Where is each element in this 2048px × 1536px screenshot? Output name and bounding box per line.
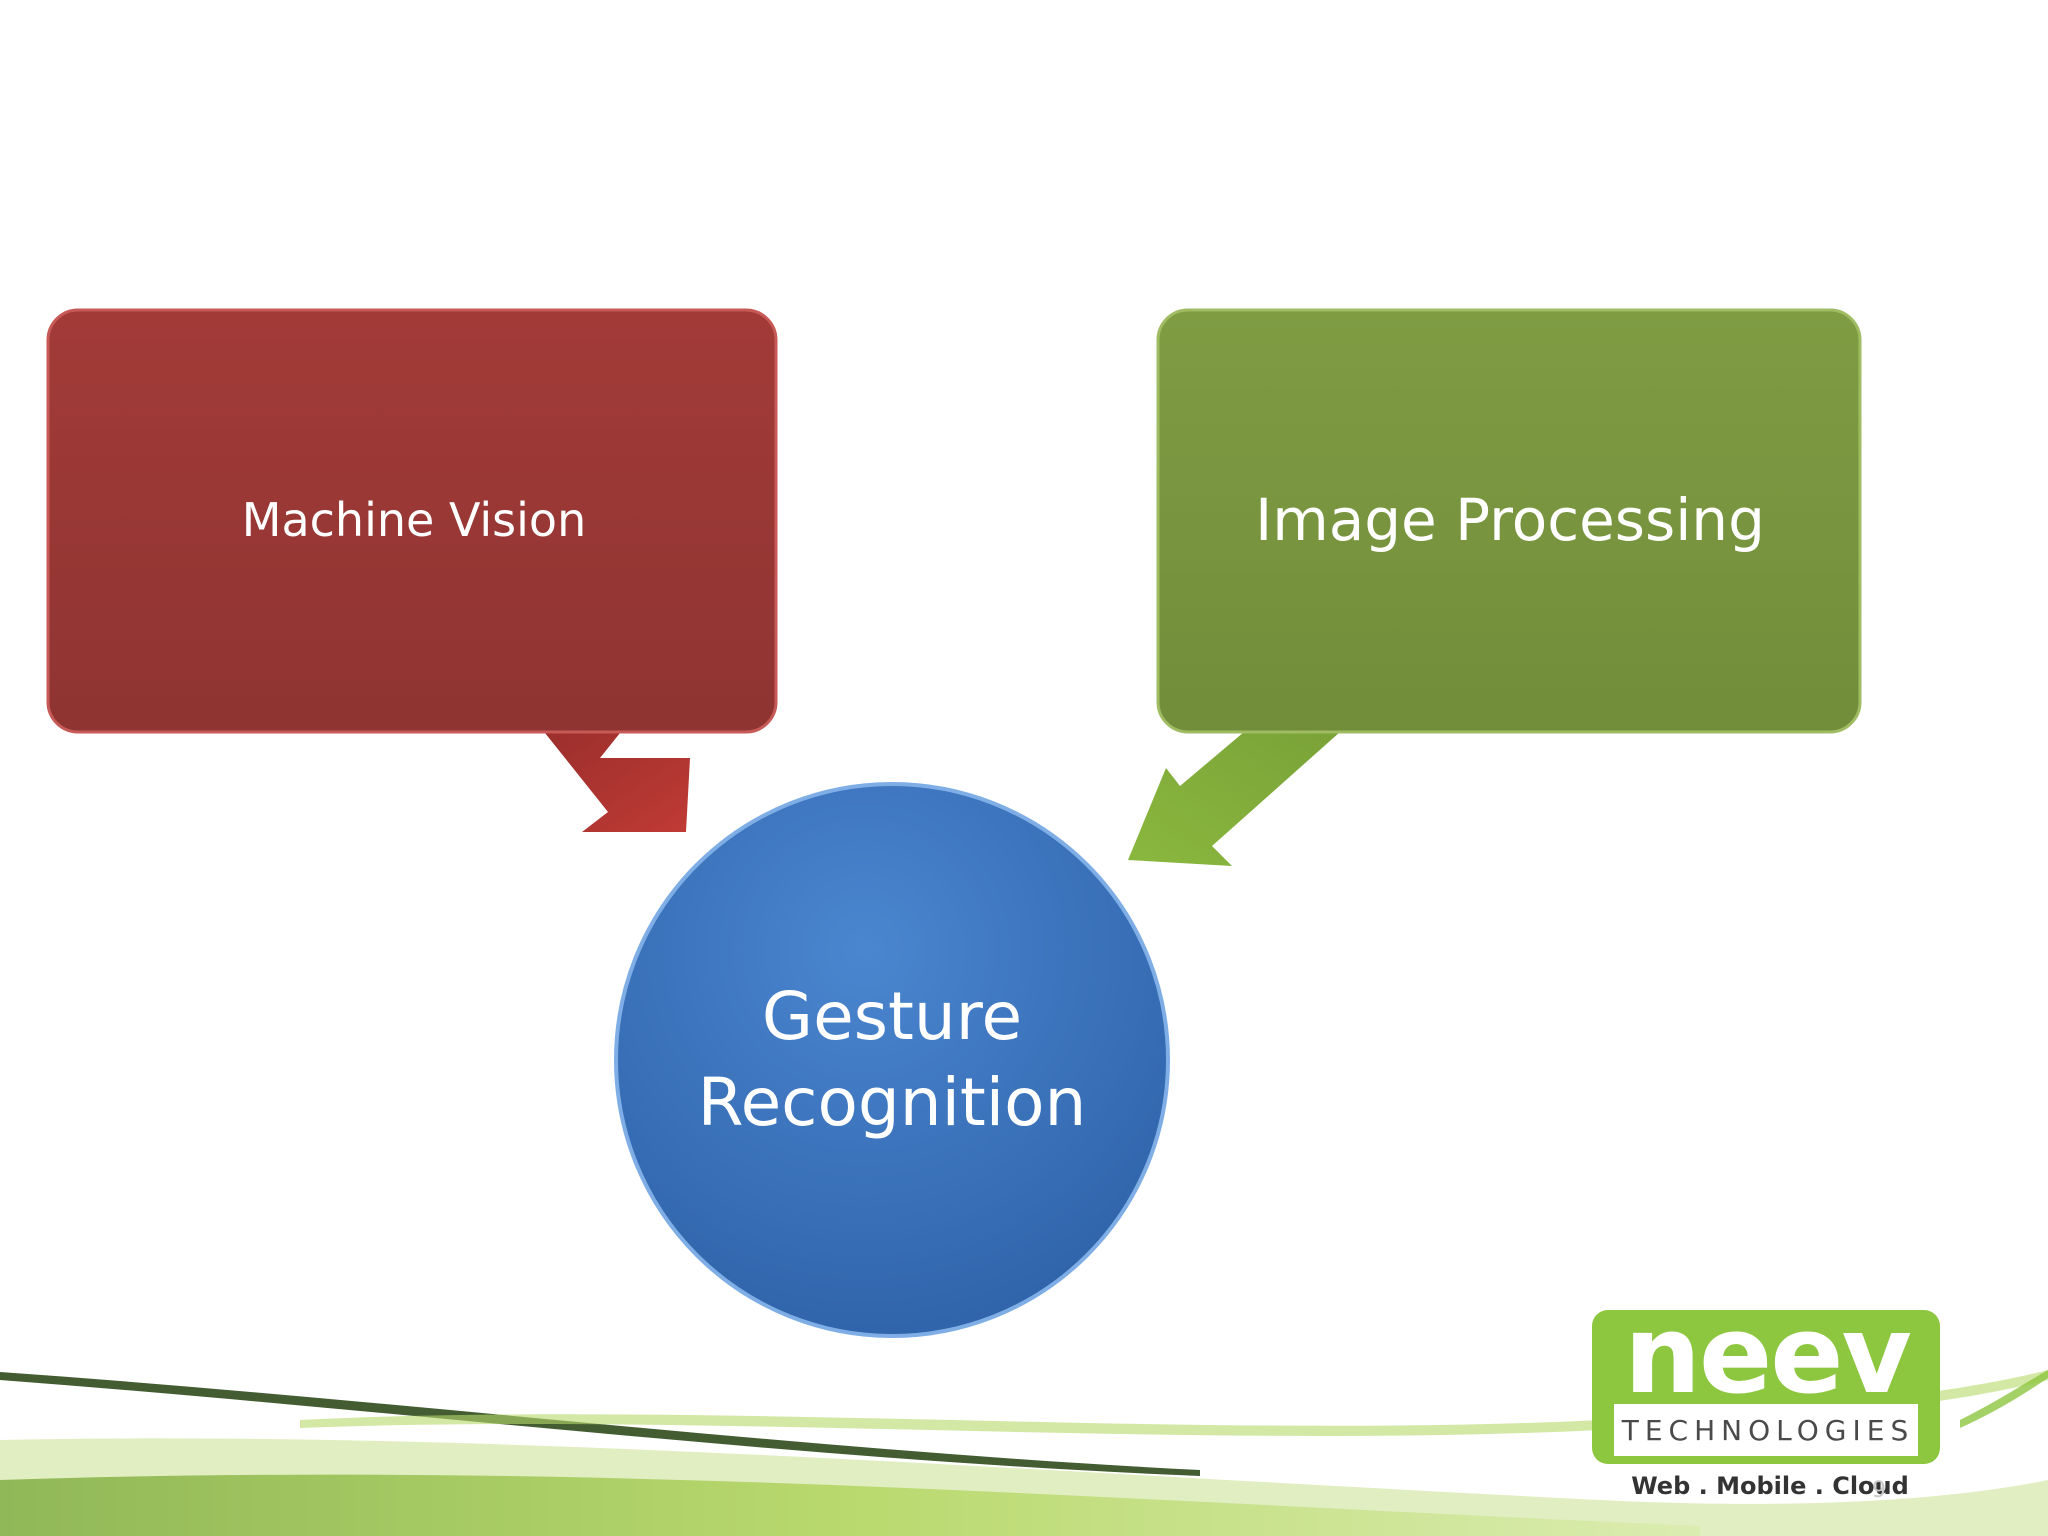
- slide-number: 9: [1872, 1478, 1886, 1503]
- logo-subtitle-band: [1614, 1404, 1918, 1456]
- gesture-recognition-label: Gesture Recognition: [612, 960, 1172, 1160]
- arrow-image-processing-to-gesture: [1128, 732, 1340, 866]
- arrow-machine-vision-to-gesture: [545, 733, 690, 832]
- logo-wordmark: neev: [1624, 1293, 1912, 1418]
- logo-tagline: Web . Mobile . Cloud: [1631, 1472, 1909, 1500]
- machine-vision-label: Machine Vision: [241, 493, 587, 547]
- image-processing-label: Image Processing: [1255, 486, 1765, 554]
- gesture-recognition-circle: [614, 782, 1170, 1338]
- logo-subtitle: TECHNOLOGIES: [1621, 1414, 1915, 1447]
- image-processing-box: [1156, 308, 1862, 734]
- gesture-label-line1: Gesture: [761, 978, 1023, 1056]
- gesture-label-line2: Recognition: [697, 1064, 1087, 1141]
- machine-vision-box: [46, 308, 778, 734]
